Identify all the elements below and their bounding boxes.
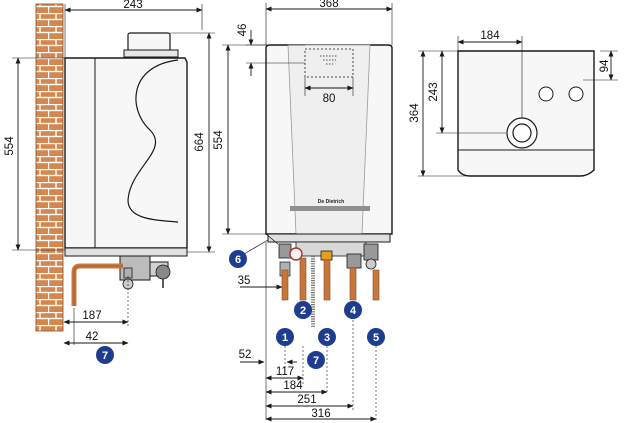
front-offset-117-label: 117 xyxy=(276,366,294,378)
front-offset-184-label: 184 xyxy=(283,380,303,392)
svg-text:4: 4 xyxy=(350,305,357,317)
pipe-5 xyxy=(372,269,380,301)
side-view: 243 554 664 187 42 7 xyxy=(4,0,215,364)
front-view: 80 De Dietrich 368 46 xyxy=(213,0,393,422)
svg-text:6: 6 xyxy=(235,254,241,266)
front-offset-316-label: 316 xyxy=(311,408,330,420)
boiler-top-outline xyxy=(457,50,595,177)
side-badge-7: 7 xyxy=(96,346,114,364)
svg-text:2: 2 xyxy=(300,305,306,317)
badge-7-front: 7 xyxy=(307,351,325,369)
side-height-554-label: 554 xyxy=(4,136,16,156)
brand-logo: De Dietrich xyxy=(318,199,344,205)
pipe-4 xyxy=(349,267,357,301)
svg-text:1: 1 xyxy=(282,332,288,344)
svg-text:5: 5 xyxy=(373,332,379,344)
badge-5: 5 xyxy=(367,328,385,346)
boiler-side-casing xyxy=(64,57,188,249)
front-top-46-label: 46 xyxy=(237,24,249,37)
top-243-label: 243 xyxy=(428,82,440,101)
svg-text:7: 7 xyxy=(313,355,319,367)
front-width-label: 368 xyxy=(319,0,338,10)
svg-text:3: 3 xyxy=(324,332,330,344)
side-depth-label: 243 xyxy=(123,0,142,11)
pipe-3 xyxy=(323,259,331,301)
badge-6: 6 xyxy=(229,239,269,268)
brand-bar xyxy=(290,206,370,211)
side-height-664-label: 664 xyxy=(194,132,206,152)
svg-text:7: 7 xyxy=(102,350,108,362)
badge-2: 2 xyxy=(294,301,312,319)
front-height-554-label: 554 xyxy=(213,130,225,150)
front-offset-35-label: 35 xyxy=(238,275,251,287)
front-offset-52-label: 52 xyxy=(239,349,252,361)
badge-1: 1 xyxy=(276,328,294,346)
front-flue-80-label: 80 xyxy=(323,93,336,105)
side-pipe-187-label: 187 xyxy=(82,310,101,322)
front-offset-251-label: 251 xyxy=(297,394,316,406)
badge-4: 4 xyxy=(344,301,362,319)
top-184-label: 184 xyxy=(480,30,500,42)
top-364-label: 364 xyxy=(409,103,421,123)
side-copper-pipe xyxy=(71,263,123,306)
pipe-1 xyxy=(281,269,289,301)
pipe-2 xyxy=(299,257,307,301)
top-view: 184 94 243 364 xyxy=(409,30,618,177)
side-pipe-42-label: 42 xyxy=(86,331,99,343)
brick-wall xyxy=(35,3,64,332)
top-94-label: 94 xyxy=(599,59,611,72)
badge-3: 3 xyxy=(318,328,336,346)
